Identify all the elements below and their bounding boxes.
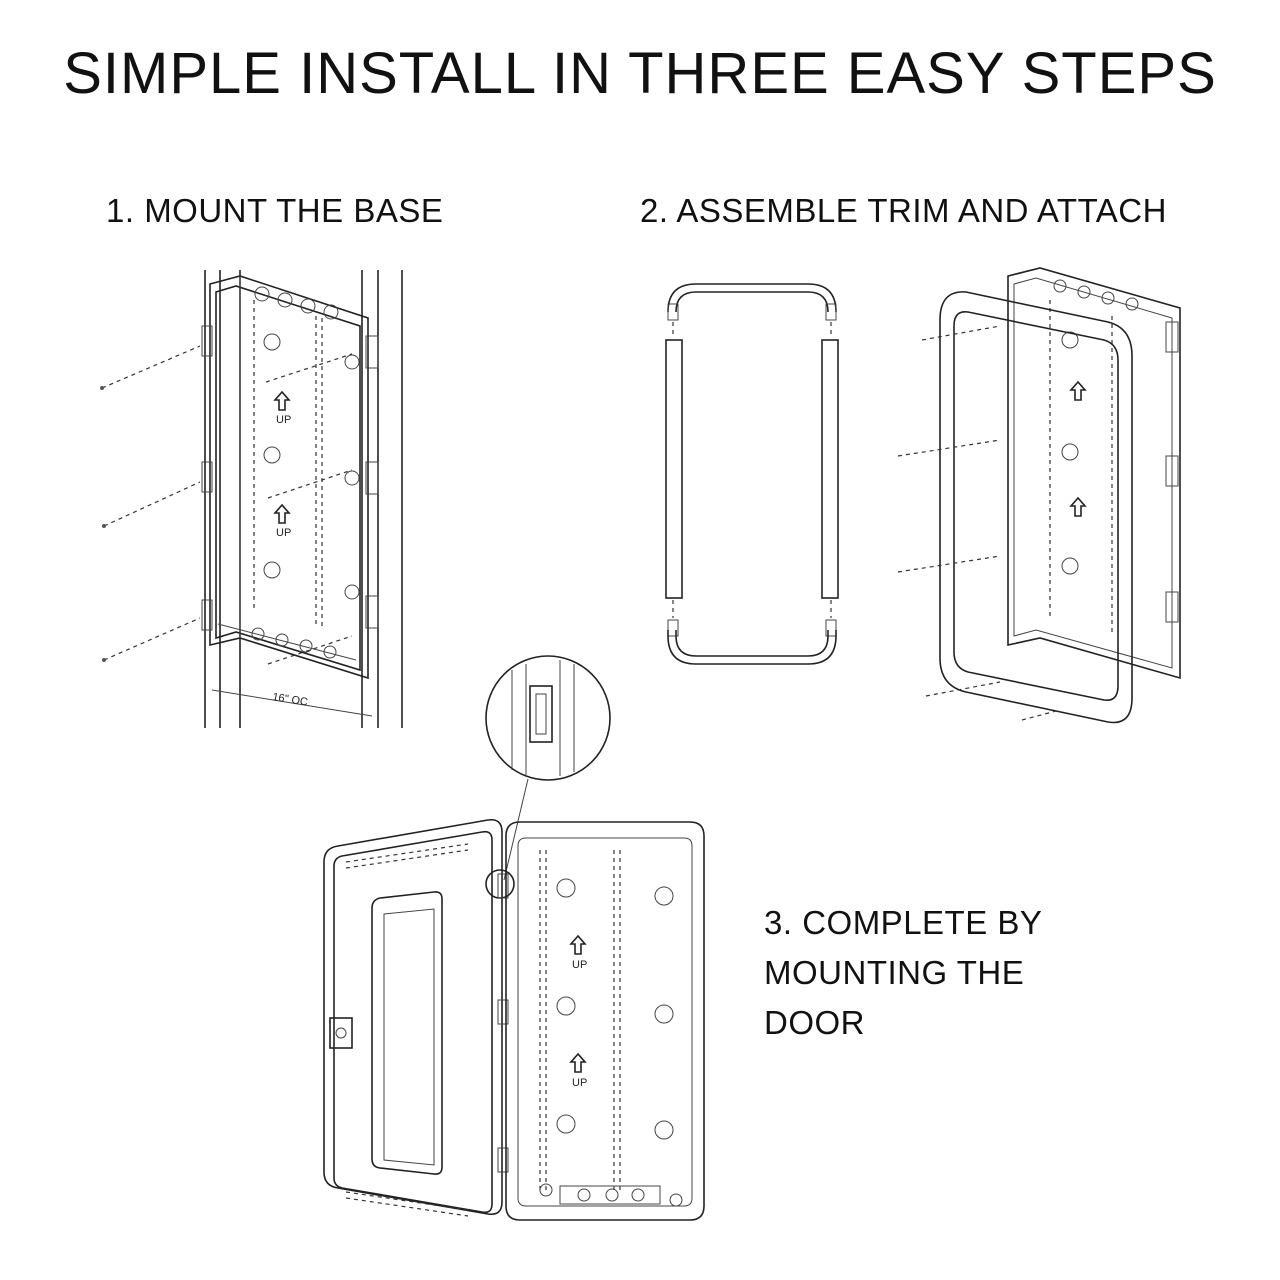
up-label-2: UP <box>276 527 291 539</box>
step-1-illustration: UP UP 16" OC <box>100 270 403 728</box>
step-2-label: 2. ASSEMBLE TRIM AND ATTACH <box>640 192 1167 229</box>
up-label-4: UP <box>572 1077 587 1089</box>
up-label-1: UP <box>276 414 291 426</box>
step-1-label: 1. MOUNT THE BASE <box>106 192 444 229</box>
page-title: SIMPLE INSTALL IN THREE EASY STEPS <box>63 41 1217 106</box>
spacing-label: 16" OC <box>272 691 309 708</box>
hinge-detail-callout <box>485 655 611 899</box>
step-2-trim-parts <box>665 283 839 665</box>
up-label-3: UP <box>572 959 587 971</box>
step-3-label: 3. COMPLETE BY MOUNTING THE DOOR <box>764 904 1043 1041</box>
step-2-trim-attached <box>897 267 1181 724</box>
step-3-illustration: UP UP <box>323 818 705 1221</box>
